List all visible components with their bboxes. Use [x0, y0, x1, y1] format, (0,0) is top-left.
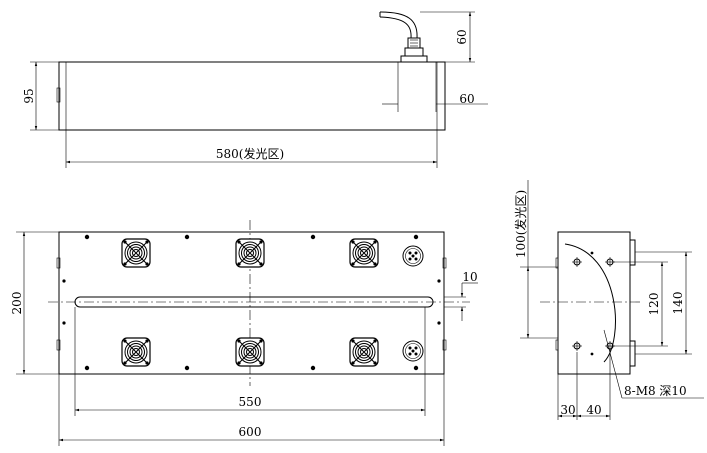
dim-580-emit-area: 580(发光区)	[216, 146, 284, 161]
dim-120: 120	[647, 293, 661, 316]
dim-550: 550	[239, 395, 262, 409]
fan-icon	[349, 238, 379, 268]
dim-200: 200	[10, 292, 24, 315]
screw-holes	[62, 234, 441, 371]
emit-arc	[564, 243, 616, 363]
dim-100-emit-area: 100(发光区)	[513, 190, 528, 258]
mount-holes	[572, 251, 615, 356]
fan-icon	[121, 238, 151, 268]
dim-140: 140	[671, 292, 685, 315]
front-view-body	[58, 231, 445, 375]
fan-icon	[235, 337, 265, 367]
top-view: 95 60 60 580(发光区)	[22, 11, 488, 168]
top-view-body	[58, 61, 446, 131]
fan-icon	[235, 238, 265, 268]
dim-95: 95	[22, 88, 36, 103]
cable-connector	[379, 11, 428, 63]
dim-60-cable-height: 60	[455, 29, 469, 44]
dim-30: 30	[560, 403, 575, 417]
dim-40: 40	[586, 403, 601, 417]
fan-icon	[349, 337, 379, 367]
fan-icon	[121, 337, 151, 367]
thread-note: 8-M8 深10	[624, 384, 687, 398]
side-view-body	[557, 231, 631, 375]
front-view: 200 10 550 600	[10, 220, 478, 446]
dim-10: 10	[462, 270, 477, 284]
dim-600: 600	[239, 425, 262, 439]
dim-60-offset: 60	[459, 92, 474, 106]
connector-icon	[402, 245, 424, 267]
side-view: 100(发光区) 120 140 30 40 8-M8 深10	[513, 180, 704, 420]
connector-icon	[402, 340, 424, 362]
